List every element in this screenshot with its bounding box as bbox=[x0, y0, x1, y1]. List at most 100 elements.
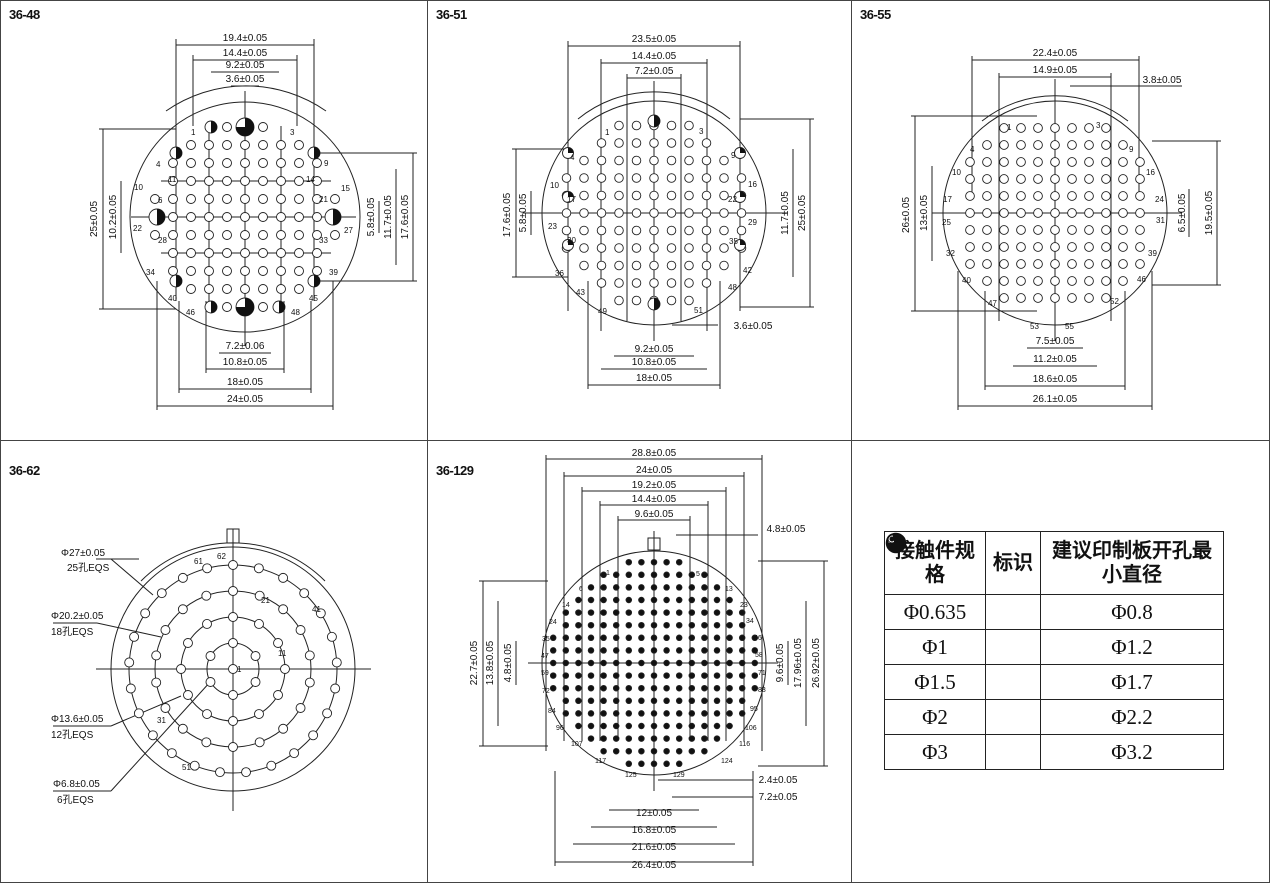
svg-text:46: 46 bbox=[186, 308, 195, 317]
contact-pin bbox=[1033, 140, 1043, 150]
contact-pin bbox=[751, 684, 759, 692]
contact-pin bbox=[751, 634, 759, 642]
contact-pin bbox=[160, 703, 171, 713]
contact-pin bbox=[587, 609, 595, 616]
svg-text:9: 9 bbox=[731, 151, 736, 160]
min-hole: Φ1.2 bbox=[1040, 629, 1224, 665]
contact-pin bbox=[663, 659, 670, 667]
contact-pin bbox=[650, 684, 658, 692]
contact-pin bbox=[625, 571, 633, 579]
svg-text:35: 35 bbox=[729, 237, 738, 246]
contact-pin bbox=[1067, 225, 1077, 235]
contact-pin bbox=[688, 584, 696, 591]
contact-pin bbox=[965, 225, 975, 235]
contact-pin bbox=[186, 212, 196, 222]
svg-text:10: 10 bbox=[134, 183, 143, 192]
panel-title: 36-55 bbox=[860, 7, 891, 22]
contact-pin-fill bbox=[314, 147, 320, 159]
contact-pin bbox=[258, 176, 268, 186]
svg-text:11: 11 bbox=[278, 649, 287, 658]
svg-text:116: 116 bbox=[739, 741, 750, 748]
contact-pin bbox=[713, 647, 721, 654]
contact-pin bbox=[156, 588, 167, 599]
contact-pin bbox=[204, 266, 214, 276]
contact-pin bbox=[129, 631, 140, 642]
contact-pin-fill bbox=[314, 275, 320, 287]
contact-pin bbox=[177, 604, 188, 615]
svg-text:10: 10 bbox=[550, 181, 559, 190]
contact-pin bbox=[312, 194, 322, 204]
ring-note-1: 25孔EQS bbox=[67, 562, 110, 574]
dim-right-2: 25±0.05 bbox=[797, 195, 808, 232]
contact-pin bbox=[294, 230, 304, 240]
contact-pin bbox=[1084, 225, 1094, 235]
contact-pin bbox=[1016, 140, 1026, 150]
svg-text:58: 58 bbox=[755, 652, 763, 659]
contact-pin bbox=[713, 596, 721, 604]
contact-pin bbox=[151, 677, 162, 688]
contact-pin bbox=[222, 176, 232, 186]
dim-bottom-3: 12±0.05 bbox=[636, 808, 673, 819]
contact-pin bbox=[204, 140, 214, 150]
contact-pin bbox=[663, 584, 670, 591]
contact-pin bbox=[204, 176, 214, 186]
contact-pin bbox=[1067, 191, 1077, 201]
contact-pin bbox=[614, 225, 624, 236]
contact-pin bbox=[575, 634, 582, 642]
contact-pin bbox=[308, 730, 319, 741]
contact-pin bbox=[1118, 140, 1128, 150]
contact-pin bbox=[688, 609, 696, 616]
dim-right-1: 5.8±0.05 bbox=[366, 197, 377, 236]
svg-text:24: 24 bbox=[549, 619, 557, 626]
contact-pin bbox=[726, 596, 733, 604]
contact-pin bbox=[713, 634, 721, 642]
ring-dim-4: Φ6.8±0.05 bbox=[53, 779, 100, 790]
contact-pin bbox=[649, 190, 659, 201]
three-quarter-circle-icon bbox=[885, 532, 1041, 770]
table-row: Φ0.635 Φ0.8 bbox=[884, 536, 1224, 630]
contact-pin bbox=[186, 176, 196, 186]
contact-pin-fill bbox=[176, 147, 182, 159]
contact-pin bbox=[312, 230, 322, 240]
contact-pin bbox=[701, 596, 708, 604]
contact-pin bbox=[738, 672, 746, 679]
contact-pin bbox=[612, 621, 620, 629]
contact-pin bbox=[719, 208, 729, 218]
header-min-hole: 建议印制板开孔最小直径 bbox=[1040, 531, 1224, 595]
dim-left-2: 5.8±0.05 bbox=[518, 193, 529, 232]
dim-right-1: 6.5±0.05 bbox=[1177, 193, 1188, 232]
svg-text:10: 10 bbox=[952, 168, 961, 177]
svg-text:124: 124 bbox=[721, 758, 733, 765]
contact-pin bbox=[713, 609, 721, 616]
contact-pin bbox=[688, 647, 696, 654]
min-hole: Φ1.7 bbox=[1040, 664, 1224, 700]
svg-text:61: 61 bbox=[194, 557, 203, 566]
contact-pin bbox=[1016, 225, 1026, 235]
contact-pin bbox=[612, 747, 620, 755]
contact-pin bbox=[587, 684, 595, 692]
contact-pin bbox=[666, 243, 677, 253]
contact-pin bbox=[561, 173, 572, 183]
svg-text:84: 84 bbox=[548, 708, 556, 715]
contact-pin bbox=[240, 248, 250, 258]
contact-pin bbox=[684, 208, 694, 218]
contact-pin bbox=[649, 155, 659, 166]
contact-pin bbox=[228, 716, 238, 726]
contact-pin bbox=[189, 760, 200, 771]
contact-pin bbox=[330, 194, 340, 204]
contact-pin bbox=[638, 722, 645, 730]
svg-text:53: 53 bbox=[1030, 322, 1039, 331]
contact-pin bbox=[168, 230, 178, 240]
svg-text:43: 43 bbox=[576, 288, 585, 297]
contact-pin bbox=[579, 243, 589, 253]
contact-pin bbox=[1118, 242, 1128, 252]
contact-pin bbox=[202, 619, 212, 629]
contact-pin bbox=[726, 684, 733, 692]
contact-pin bbox=[713, 672, 721, 679]
contact-pin bbox=[205, 677, 216, 687]
dim-side: 4.8±0.05 bbox=[767, 524, 806, 535]
contact-pin bbox=[631, 208, 642, 218]
contact-pin bbox=[726, 634, 733, 642]
contact-pin bbox=[701, 697, 708, 705]
contact-pin bbox=[1101, 123, 1111, 133]
